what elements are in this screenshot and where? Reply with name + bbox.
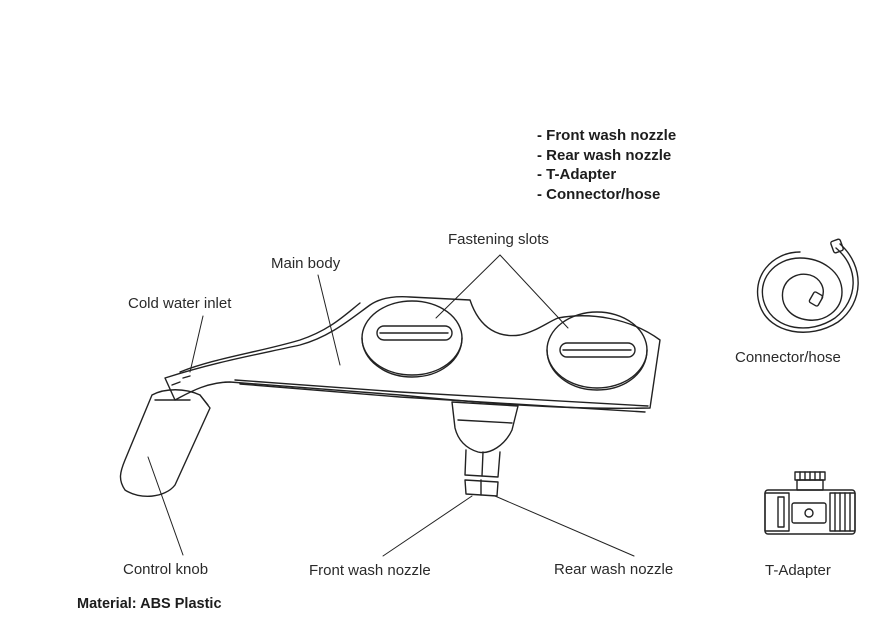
left-fastening-disc [361,300,463,378]
leader-rear-nozzle [494,495,635,557]
t-adapter-drawing [764,471,856,535]
label-control-knob: Control knob [123,561,209,578]
material-note: Material: ABS Plastic [77,596,222,612]
label-front-wash-nozzle: Front wash nozzle [309,562,431,579]
parts-list-item: - T-Adapter [537,166,617,183]
label-main-body: Main body [271,255,341,272]
parts-list-item: - Front wash nozzle [537,127,677,144]
label-fastening-slots: Fastening slots [448,231,549,248]
leader-fastening-left [435,254,501,319]
leader-main-body [317,274,341,366]
label-cold-water-inlet: Cold water inlet [128,295,232,312]
label-t-adapter: T-Adapter [765,562,831,579]
leader-cold-water-inlet [189,315,204,373]
leader-front-nozzle [382,495,473,557]
label-rear-wash-nozzle: Rear wash nozzle [554,561,674,578]
leader-fastening-right [499,254,569,329]
label-connector-hose: Connector/hose [735,349,841,366]
connector-hose-drawing [756,238,859,333]
nozzle-housing [451,401,519,497]
control-knob [119,389,211,497]
leader-control-knob [147,456,184,556]
parts-list: - Front wash nozzle - Rear wash nozzle -… [537,126,676,204]
right-fastening-disc [546,311,648,391]
parts-list-item: - Connector/hose [537,185,661,203]
parts-list-item: - Rear wash nozzle [537,146,672,164]
